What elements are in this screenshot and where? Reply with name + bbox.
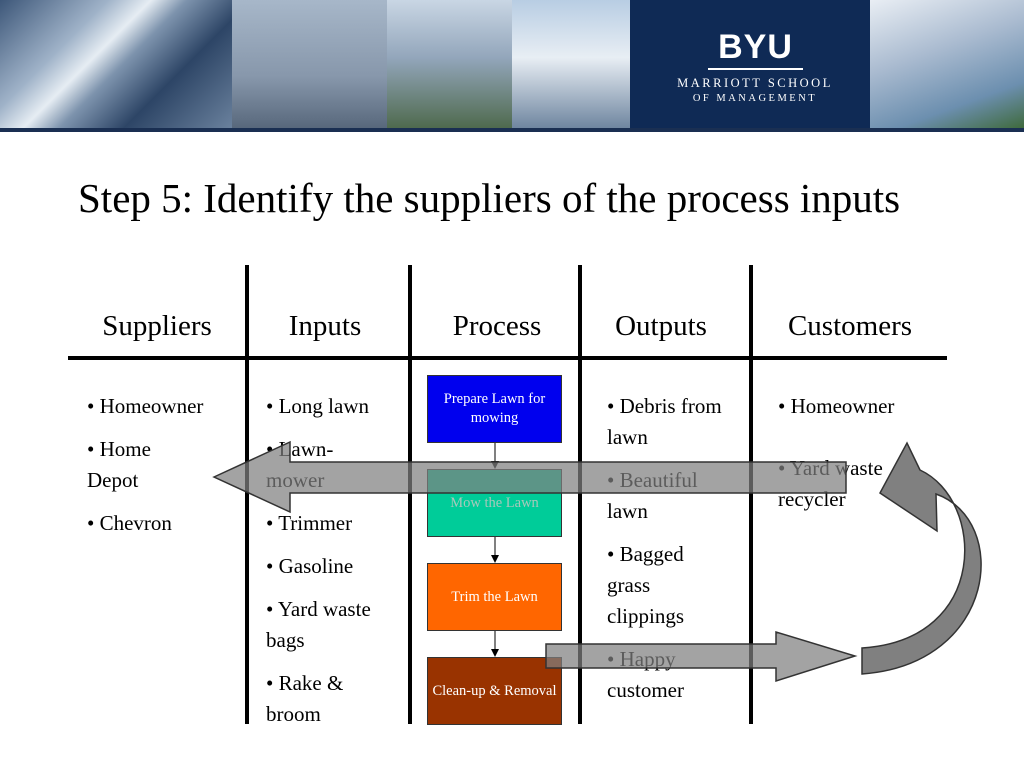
header-inputs: Inputs xyxy=(288,310,362,342)
header-banner: BYU MARRIOTT SCHOOL OF MANAGEMENT xyxy=(0,0,1024,128)
output-item: • Debris from lawn xyxy=(607,394,722,449)
connector-arrowhead-2 xyxy=(491,555,499,563)
header-outputs: Outputs xyxy=(615,310,707,342)
slide-title: Step 5: Identify the suppliers of the pr… xyxy=(78,175,901,221)
process-step-prepare: Prepare Lawn for mowing xyxy=(427,375,562,443)
input-item: • Yard waste bags xyxy=(266,597,371,652)
input-item: • Gasoline xyxy=(266,554,354,578)
header-customers: Customers xyxy=(787,310,913,342)
supplier-item: • Chevron xyxy=(87,511,172,535)
byu-logo: BYU xyxy=(718,28,793,66)
customer-item: • Homeowner xyxy=(778,394,895,418)
header-process: Process xyxy=(452,310,542,342)
curved-return-arrow xyxy=(861,441,982,675)
header-suppliers: Suppliers xyxy=(102,310,212,342)
flow-arrow-right xyxy=(545,630,858,683)
school-name-line2: OF MANAGEMENT xyxy=(692,93,818,104)
process-step-trim: Trim the Lawn xyxy=(427,563,562,631)
banner-photo-statue xyxy=(232,0,387,128)
input-item: • Trimmer xyxy=(266,511,353,535)
banner-photo-campus xyxy=(870,0,1024,128)
supplier-item: • Homeowner xyxy=(87,394,204,418)
banner-logo-panel xyxy=(630,0,870,128)
output-item: • Bagged grass clippings xyxy=(607,542,684,628)
process-step-label: Trim the Lawn xyxy=(451,588,538,605)
banner-photo-bell-tower xyxy=(512,0,630,128)
banner-photo-building xyxy=(0,0,232,128)
process-step-cleanup: Clean-up & Removal xyxy=(427,657,562,725)
process-step-label: Clean-up & Removal xyxy=(432,682,557,699)
school-name-line1: MARRIOTT SCHOOL xyxy=(677,76,833,90)
input-item: • Long lawn xyxy=(266,394,370,418)
suppliers-list: • Homeowner • Home Depot • Chevron xyxy=(87,391,237,551)
process-step-label: Prepare Lawn for mowing xyxy=(443,391,546,426)
process-step-label: Mow the Lawn xyxy=(450,494,539,511)
supplier-item: • Home Depot xyxy=(87,437,151,492)
logo-divider xyxy=(708,68,803,70)
feedback-arrow-left xyxy=(212,440,847,514)
connector-arrowhead-3 xyxy=(491,649,499,657)
banner-photo-mountain-y xyxy=(387,0,512,128)
input-item: • Rake & broom xyxy=(266,671,344,726)
banner-underline xyxy=(0,128,1024,132)
